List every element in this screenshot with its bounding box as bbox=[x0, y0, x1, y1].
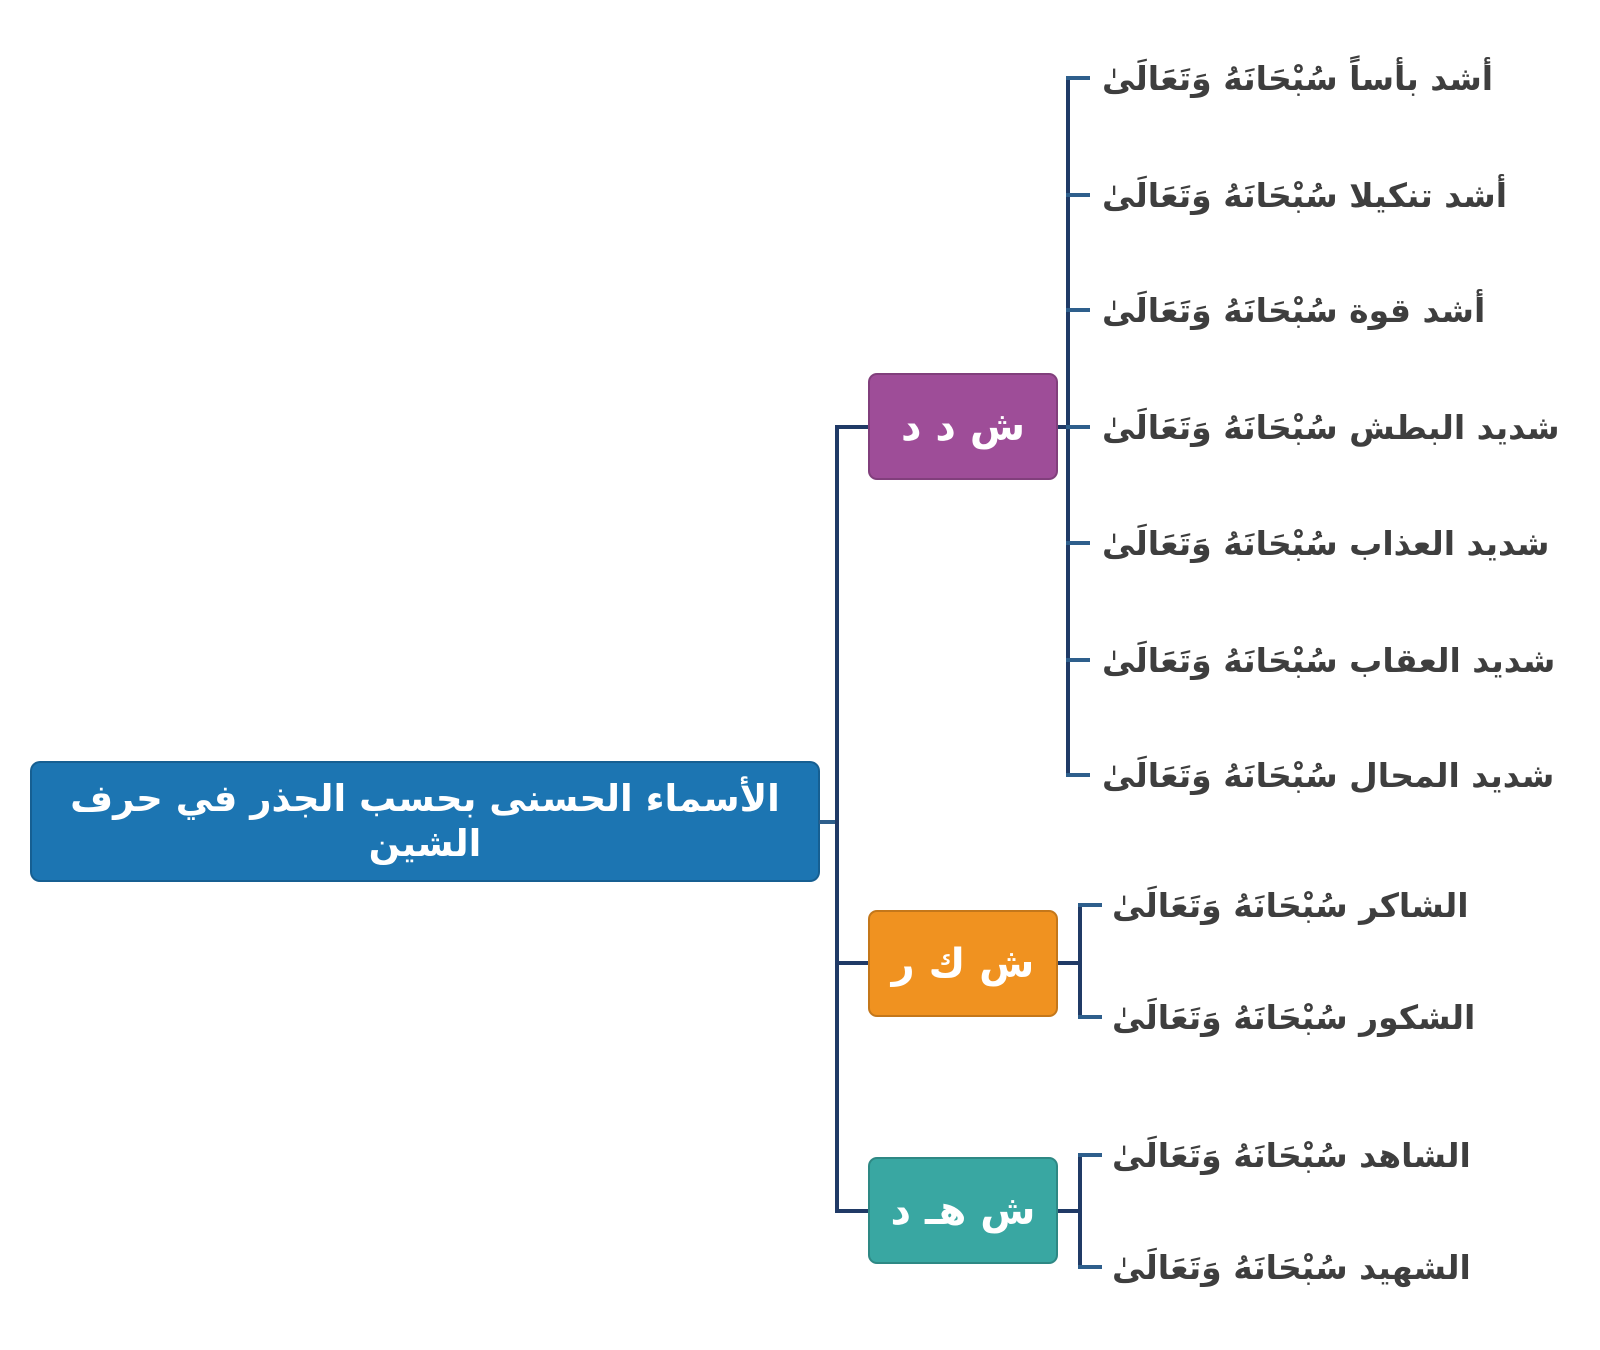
leaf-tick bbox=[1078, 1265, 1102, 1269]
leaf-tick bbox=[1078, 1015, 1102, 1019]
group-node-shdd-label: ش د د bbox=[900, 403, 1026, 450]
leaf-label: أشد قوة سُبْحَانَهُ وَتَعَالَىٰ bbox=[1102, 290, 1486, 330]
leaf-tick bbox=[1066, 193, 1090, 197]
leaf-label: شديد العذاب سُبْحَانَهُ وَتَعَالَىٰ bbox=[1102, 523, 1550, 563]
group-node-shkr: ش ك ر bbox=[868, 910, 1058, 1017]
group-node-shdd: ش د د bbox=[868, 373, 1058, 480]
connector-shkr-leaf-trunk bbox=[1078, 903, 1082, 1019]
leaf-label: شديد المحال سُبْحَانَهُ وَتَعَالَىٰ bbox=[1102, 755, 1555, 795]
connector-branch-shdd bbox=[837, 425, 868, 429]
root-node: الأسماء الحسنى بحسب الجذر في حرف الشين bbox=[30, 761, 820, 882]
connector-branch-shhd bbox=[837, 1209, 868, 1213]
group-node-shhd: ش هـ د bbox=[868, 1157, 1058, 1264]
connector-root-stub bbox=[819, 820, 839, 824]
root-node-label: الأسماء الحسنى بحسب الجذر في حرف الشين bbox=[70, 777, 780, 865]
connector-shhd-stub bbox=[1058, 1209, 1082, 1213]
leaf-tick bbox=[1078, 1153, 1102, 1157]
group-node-shkr-label: ش ك ر bbox=[891, 940, 1035, 987]
leaf-label: شديد العقاب سُبْحَانَهُ وَتَعَالَىٰ bbox=[1102, 640, 1556, 680]
leaf-label: الشكور سُبْحَانَهُ وَتَعَالَىٰ bbox=[1112, 997, 1476, 1037]
group-node-shhd-label: ش هـ د bbox=[890, 1187, 1036, 1234]
leaf-tick bbox=[1066, 425, 1090, 429]
leaf-label: أشد بأساً سُبْحَانَهُ وَتَعَالَىٰ bbox=[1102, 58, 1494, 98]
connector-shhd-leaf-trunk bbox=[1078, 1153, 1082, 1269]
connector-branch-shkr bbox=[837, 961, 868, 965]
leaf-label: شديد البطش سُبْحَانَهُ وَتَعَالَىٰ bbox=[1102, 407, 1560, 447]
leaf-label: الشاهد سُبْحَانَهُ وَتَعَالَىٰ bbox=[1112, 1135, 1471, 1175]
connector-shkr-stub bbox=[1058, 961, 1082, 965]
leaf-tick bbox=[1066, 658, 1090, 662]
leaf-label: أشد تنكيلا سُبْحَانَهُ وَتَعَالَىٰ bbox=[1102, 175, 1508, 215]
leaf-tick bbox=[1066, 308, 1090, 312]
leaf-tick bbox=[1066, 773, 1090, 777]
leaf-tick bbox=[1078, 903, 1102, 907]
connector-shdd-stub bbox=[1058, 425, 1072, 429]
leaf-label: الشاكر سُبْحَانَهُ وَتَعَالَىٰ bbox=[1112, 885, 1469, 925]
leaf-tick bbox=[1066, 76, 1090, 80]
connector-left-trunk bbox=[835, 425, 839, 1213]
leaf-tick bbox=[1066, 541, 1090, 545]
leaf-label: الشهيد سُبْحَانَهُ وَتَعَالَىٰ bbox=[1112, 1247, 1471, 1287]
